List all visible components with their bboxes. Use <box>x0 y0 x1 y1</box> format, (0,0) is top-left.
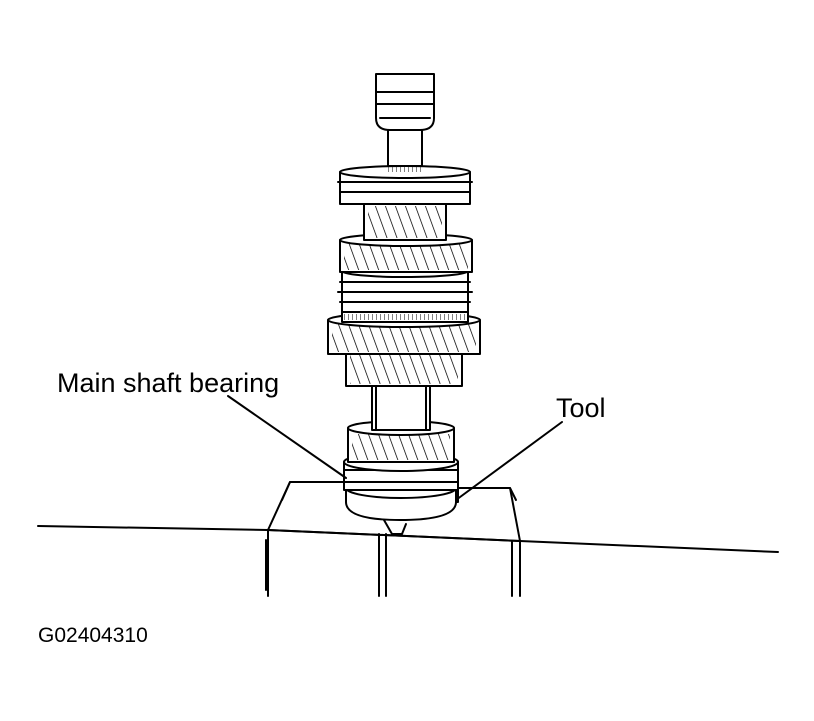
main-shaft <box>371 383 431 431</box>
leader-lines <box>227 395 563 501</box>
main-shaft-bearing-label: Main shaft bearing <box>57 368 280 398</box>
upper-synchronizer <box>337 162 473 205</box>
bearing-leader-line <box>227 395 347 479</box>
tool-leader-line <box>455 421 563 501</box>
press-ram <box>375 73 435 167</box>
gear-1 <box>363 201 447 241</box>
tool-label: Tool <box>556 393 606 423</box>
figure-id: G02404310 <box>38 624 148 647</box>
gear-3 <box>327 312 481 387</box>
synchronizer-sleeve <box>337 264 473 323</box>
gear-2 <box>339 233 473 273</box>
